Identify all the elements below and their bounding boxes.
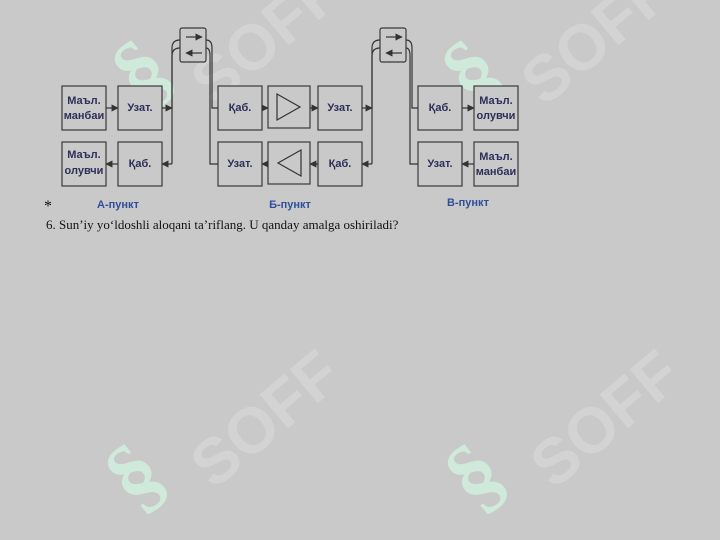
block-a-receiver xyxy=(117,141,163,187)
watermark-symbol: § xyxy=(426,423,524,528)
block-v-receiver xyxy=(417,85,463,131)
block-a-user-label2: олувчи xyxy=(65,165,104,177)
block-a-user-label1: Маъл. xyxy=(67,149,100,161)
block-v-transmitter-label: Узат. xyxy=(427,158,452,170)
watermark: § SOFF § SOFF § SOFF § SOFF xyxy=(86,0,694,528)
watermark-brand: SOFF xyxy=(507,0,684,118)
block-b-transmitter-bottom xyxy=(217,141,263,187)
bullet-marker: * xyxy=(44,198,52,215)
block-v-receiver-label: Қаб. xyxy=(429,102,452,114)
block-v-source xyxy=(473,141,519,187)
amplifier-forward xyxy=(267,85,311,129)
block-b-receiver-bottom-label: Қаб. xyxy=(329,158,352,170)
point-b-label: Б-пункт xyxy=(269,199,311,211)
watermark-brand: SOFF xyxy=(177,336,354,501)
block-a-source-label2: манбаи xyxy=(64,110,104,122)
block-v-user-label1: Маъл. xyxy=(479,95,512,107)
channel-antenna-2 xyxy=(371,27,418,165)
block-v-user-label2: олувчи xyxy=(477,110,516,122)
block-a-source xyxy=(61,85,107,131)
block-v-user xyxy=(473,85,519,131)
block-b-receiver-top-label: Қаб. xyxy=(229,102,252,114)
block-v-source-label1: Маъл. xyxy=(479,151,512,163)
block-a-user xyxy=(61,141,107,187)
point-a-label: А-пункт xyxy=(97,199,140,211)
block-a-receiver-label: Қаб. xyxy=(129,158,152,170)
block-a-transmitter-label: Узат. xyxy=(127,102,152,114)
block-a-source-label1: Маъл. xyxy=(67,95,100,107)
channel-antenna-1 xyxy=(171,27,218,165)
block-b-receiver-top xyxy=(217,85,263,131)
block-b-transmitter-bottom-label: Узат. xyxy=(227,158,252,170)
question-text: 6. Sun’iy yo‘ldoshli aloqani ta’riflang.… xyxy=(46,217,399,232)
amplifier-forward-icon xyxy=(276,92,302,122)
watermark-symbol: § xyxy=(86,423,184,528)
amplifier-reverse-icon xyxy=(276,148,302,178)
watermark-brand: SOFF xyxy=(517,336,694,501)
block-b-transmitter-top-label: Узат. xyxy=(327,102,352,114)
block-v-source-label2: манбаи xyxy=(476,166,516,178)
amplifier-reverse xyxy=(267,141,311,185)
block-b-transmitter-top xyxy=(317,85,363,131)
point-v-label: В-пункт xyxy=(447,197,490,209)
